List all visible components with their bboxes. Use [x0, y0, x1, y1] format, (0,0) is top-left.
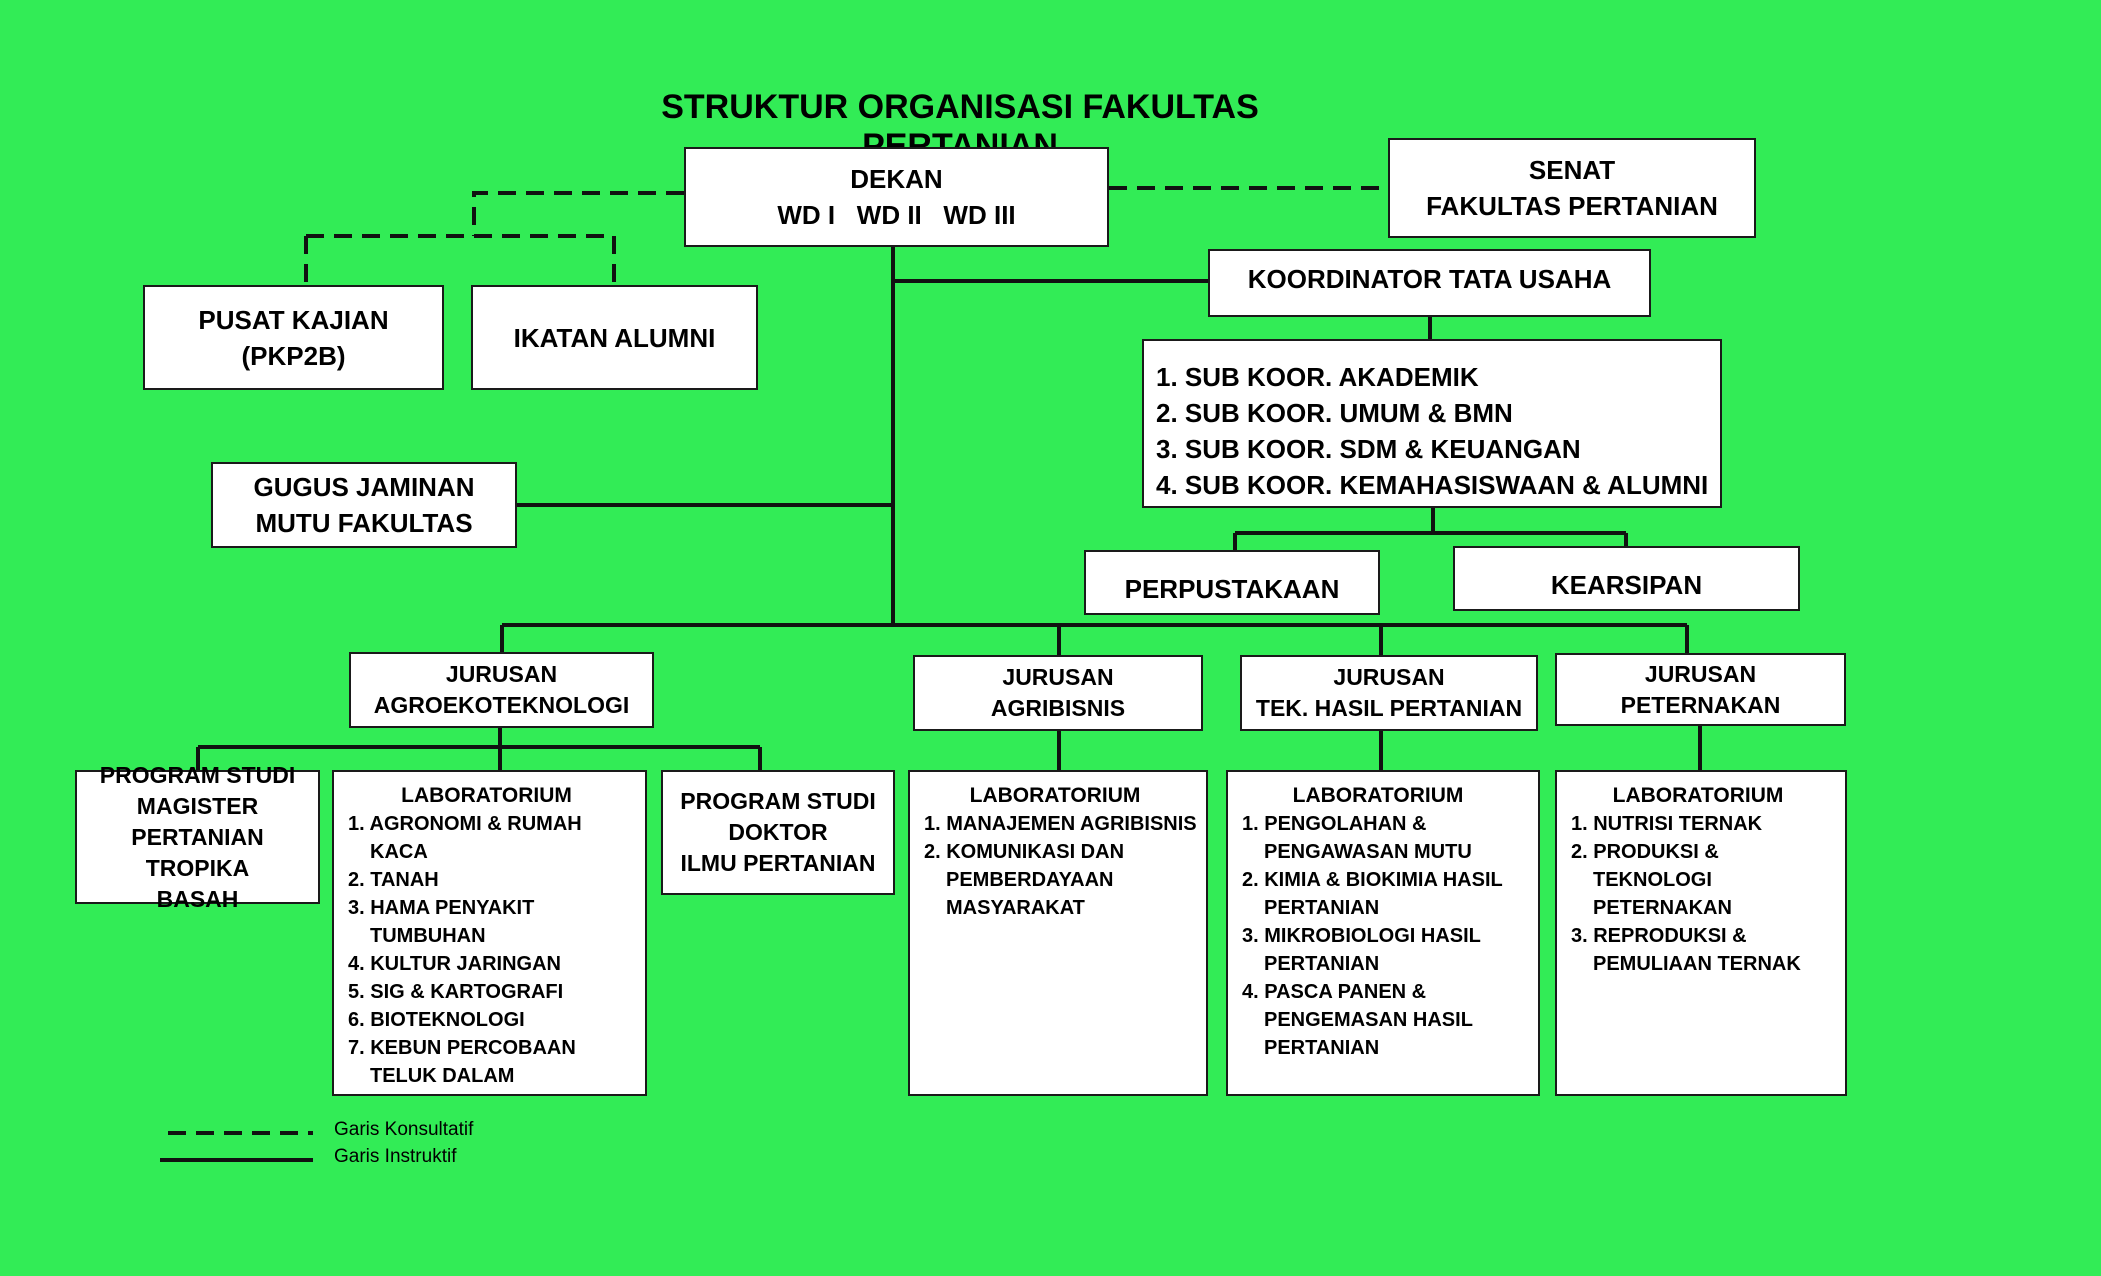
ikatan-alumni-box: IKATAN ALUMNI — [471, 285, 758, 390]
lab-item: 2. KIMIA & BIOKIMIA HASIL PERTANIAN — [1242, 869, 1503, 919]
gugus-line2: MUTU FAKULTAS — [255, 508, 473, 538]
senat-line1: SENAT — [1528, 155, 1616, 185]
prodi-magister-line: PROGRAM STUDI — [99, 761, 296, 788]
dekan-label: DEKAN — [850, 164, 943, 194]
lab-item: 3. HAMA PENYAKIT TUMBUHAN — [348, 897, 535, 947]
consultative-lines — [304, 186, 1388, 285]
lab-agroekoteknologi-box: LABORATORIUM 1. AGRONOMI & RUMAH KACA 2.… — [332, 770, 647, 1096]
prodi-magister-line: PERTANIAN TROPIKA — [131, 823, 264, 881]
sub-koor-item: 2. SUB KOOR. UMUM & BMN — [1156, 398, 1513, 428]
legend-dashed-label: Garis Konsultatif — [334, 1119, 474, 1140]
prodi-magister-line: MAGISTER — [136, 792, 259, 819]
lab-item: 6. BIOTEKNOLOGI — [348, 1009, 525, 1031]
jurusan-line2: AGRIBISNIS — [990, 695, 1126, 721]
lab-item: 2. TANAH — [348, 869, 439, 891]
jurusan-line2: PETERNAKAN — [1620, 691, 1781, 718]
perpustakaan-label: PERPUSTAKAAN — [1124, 573, 1340, 604]
jurusan-line1: JURUSAN — [1002, 664, 1114, 690]
sub-koordinator-box: 1. SUB KOOR. AKADEMIK 2. SUB KOOR. UMUM … — [1142, 339, 1722, 508]
prodi-doktor-box: PROGRAM STUDI DOKTOR ILMU PERTANIAN — [661, 770, 895, 895]
pusat-kajian-line2: (PKP2B) — [241, 340, 346, 371]
prodi-magister-box: PROGRAM STUDI MAGISTER PERTANIAN TROPIKA… — [75, 762, 320, 912]
lab-item: 5. SIG & KARTOGRAFI — [348, 981, 564, 1003]
jurusan-line1: JURUSAN — [445, 661, 558, 687]
lab-item: 1. PENGOLAHAN & PENGAWASAN MUTU — [1242, 813, 1472, 863]
prodi-magister-line: BASAH — [156, 885, 239, 912]
pusat-kajian-line1: PUSAT KAJIAN — [198, 304, 389, 335]
lab-thp-box: LABORATORIUM 1. PENGOLAHAN & PENGAWASAN … — [1226, 770, 1540, 1096]
koordinator-tu-label: KOORDINATOR TATA USAHA — [1247, 264, 1612, 294]
lab-item: 2. KOMUNIKASI DAN PEMBERDAYAAN MASYARAKA… — [924, 841, 1125, 919]
lab-agribisnis-box: LABORATORIUM 1. MANAJEMEN AGRIBISNIS 2. … — [908, 770, 1208, 1096]
lab-item: 4. PASCA PANEN & PENGEMASAN HASIL PERTAN… — [1242, 981, 1473, 1059]
pusat-kajian-box: PUSAT KAJIAN (PKP2B) — [143, 285, 444, 390]
lab-item: 1. AGRONOMI & RUMAH KACA — [348, 813, 582, 863]
jurusan-line2: AGROEKOTEKNOLOGI — [373, 692, 630, 718]
lab-header: LABORATORIUM — [1292, 784, 1464, 807]
jurusan-agroekoteknologi-box: JURUSAN AGROEKOTEKNOLOGI — [349, 652, 654, 728]
lab-item: 1. NUTRISI TERNAK — [1571, 813, 1763, 835]
lab-header: LABORATORIUM — [1612, 784, 1784, 807]
instructive-lines — [196, 246, 1702, 772]
lab-header: LABORATORIUM — [401, 784, 572, 807]
jurusan-agribisnis-box: JURUSAN AGRIBISNIS — [913, 655, 1203, 731]
sub-koor-item: 4. SUB KOOR. KEMAHASISWAAN & ALUMNI — [1156, 470, 1709, 500]
lab-item: 2. PRODUKSI & TEKNOLOGI PETERNAKAN — [1571, 841, 1732, 919]
kearsipan-box: KEARSIPAN — [1453, 546, 1800, 611]
jurusan-thp-box: JURUSAN TEK. HASIL PERTANIAN — [1240, 655, 1538, 731]
gugus-jaminan-box: GUGUS JAMINAN MUTU FAKULTAS — [211, 462, 517, 548]
jurusan-line1: JURUSAN — [1644, 660, 1757, 687]
lab-peternakan-box: LABORATORIUM 1. NUTRISI TERNAK 2. PRODUK… — [1555, 770, 1847, 1096]
legend-solid-label: Garis Instruktif — [334, 1146, 457, 1167]
lab-item: 3. REPRODUKSI & PEMULIAAN TERNAK — [1571, 925, 1801, 975]
sub-koor-item: 3. SUB KOOR. SDM & KEUANGAN — [1156, 434, 1581, 464]
jurusan-line2: TEK. HASIL PERTANIAN — [1255, 695, 1523, 721]
jurusan-line1: JURUSAN — [1333, 664, 1445, 690]
lab-item: 1. MANAJEMEN AGRIBISNIS — [924, 813, 1197, 835]
senat-box: SENAT FAKULTAS PERTANIAN — [1388, 138, 1756, 238]
perpustakaan-box: PERPUSTAKAAN — [1084, 550, 1380, 615]
kearsipan-label: KEARSIPAN — [1550, 569, 1703, 600]
lab-item: 3. MIKROBIOLOGI HASIL PERTANIAN — [1242, 925, 1481, 975]
sub-koor-item: 1. SUB KOOR. AKADEMIK — [1156, 362, 1479, 392]
jurusan-peternakan-box: JURUSAN PETERNAKAN — [1555, 653, 1846, 726]
koordinator-tu-box: KOORDINATOR TATA USAHA — [1208, 249, 1651, 317]
prodi-doktor-line: DOKTOR — [728, 819, 828, 845]
dekan-box: DEKAN WD I WD II WD III — [684, 147, 1109, 247]
ikatan-alumni-label: IKATAN ALUMNI — [513, 322, 716, 353]
prodi-doktor-line: PROGRAM STUDI — [680, 788, 876, 814]
wakil-dekan-label: WD I WD II WD III — [777, 200, 1016, 230]
prodi-doktor-line: ILMU PERTANIAN — [680, 850, 876, 876]
lab-item: 7. KEBUN PERCOBAAN TELUK DALAM — [348, 1037, 576, 1087]
lab-header: LABORATORIUM — [969, 784, 1141, 807]
senat-line2: FAKULTAS PERTANIAN — [1426, 191, 1718, 221]
lab-item: 4. KULTUR JARINGAN — [348, 953, 561, 975]
gugus-line1: GUGUS JAMINAN — [253, 472, 475, 502]
